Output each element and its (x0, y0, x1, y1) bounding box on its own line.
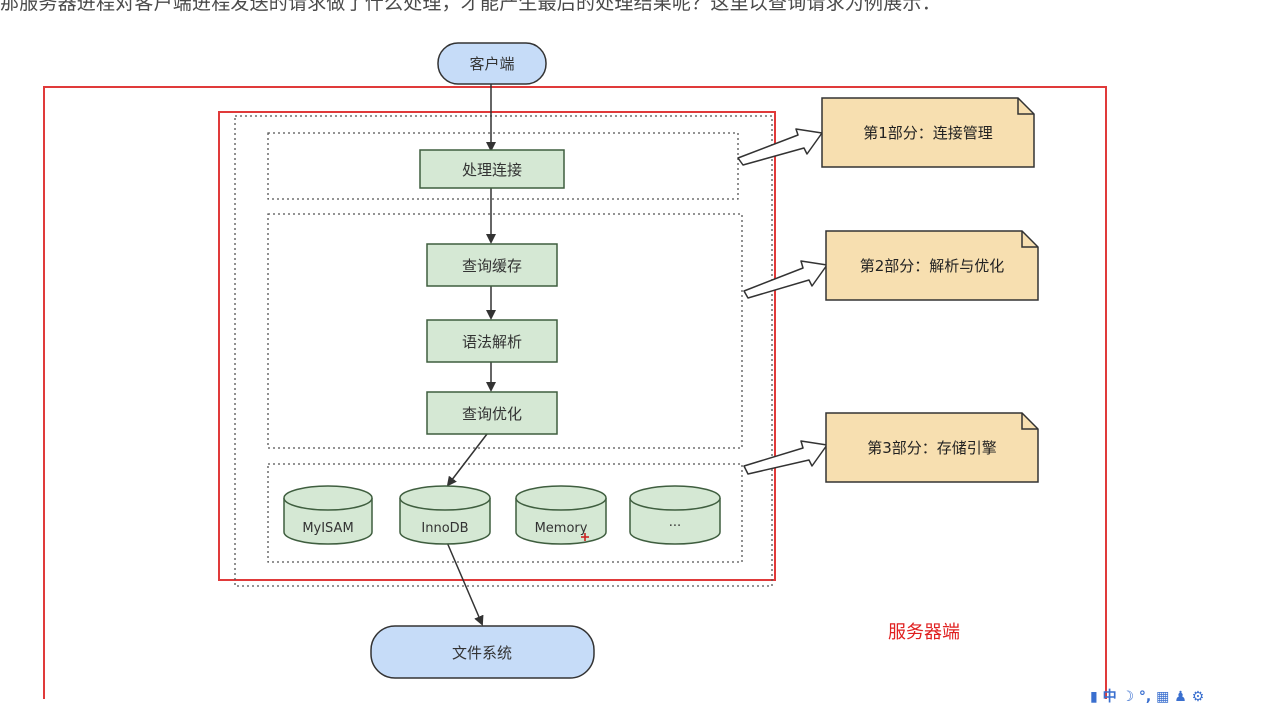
server-side-label: 服务器端 (888, 622, 960, 643)
engine-myisam-label: MyISAM (302, 521, 353, 536)
client-node (437, 42, 547, 85)
arrow-innodb-filesystem (445, 539, 484, 626)
toolbar-settings-icon[interactable]: ⚙ (1191, 689, 1205, 705)
engine-more: ··· (629, 485, 721, 545)
toolbar-chinese-input-icon[interactable]: 中 (1102, 689, 1117, 705)
section-connection (267, 132, 739, 200)
note-1-text: 第1部分：连接管理 (863, 124, 993, 142)
cursor-crosshair-icon (581, 533, 589, 541)
note-connection-management: 第1部分：连接管理 (821, 97, 1035, 168)
step-optimize (426, 391, 558, 435)
note-storage-engines: 第3部分：存储引擎 (825, 412, 1039, 483)
hollow-arrow-1 (737, 128, 823, 166)
step-optimize-label: 查询优化 (462, 405, 522, 423)
file-system-label: 文件系统 (452, 644, 512, 662)
toolbar-user-icon[interactable]: ♟ (1174, 689, 1187, 705)
step-query-cache (426, 243, 558, 287)
step-connection (419, 149, 565, 189)
note-3-text: 第3部分：存储引擎 (867, 439, 997, 457)
toolbar-keyboard-icon[interactable]: ▦ (1156, 689, 1170, 705)
engine-innodb: InnoDB (399, 485, 491, 545)
toolbar-punctuation-icon[interactable]: °, (1138, 689, 1152, 705)
server-dotted-frame (234, 115, 773, 587)
server-core-frame (218, 111, 776, 581)
section-storage-engines (267, 463, 743, 563)
hollow-arrow-3 (743, 440, 828, 475)
engine-myisam: MyISAM (283, 485, 373, 545)
step-query-cache-label: 查询缓存 (462, 257, 522, 275)
hollow-arrow-2 (743, 260, 828, 299)
engine-memory: Memory (515, 485, 607, 545)
step-parse (426, 319, 558, 363)
toolbar-moon-icon[interactable]: ☽ (1121, 689, 1135, 705)
engine-memory-label: Memory (535, 521, 588, 536)
floating-toolbar[interactable]: ▮ 中 ☽ °, ▦ ♟ ⚙ (1090, 686, 1205, 705)
note-2-text: 第2部分：解析与优化 (860, 257, 1005, 275)
note-parse-optimize: 第2部分：解析与优化 (825, 230, 1039, 301)
server-frame (43, 86, 1107, 699)
section-parse-optimize (267, 213, 743, 449)
client-label: 客户端 (469, 55, 514, 73)
arrow-optimize-innodb (446, 433, 488, 487)
step-parse-label: 语法解析 (462, 333, 522, 351)
engine-more-label: ··· (669, 519, 681, 534)
intro-text: 那服务器进程对客户端进程发送的请求做了什么处理，才能产生最后的处理结果呢？这里以… (0, 0, 941, 14)
engine-innodb-label: InnoDB (421, 521, 468, 536)
toolbar-grip-icon[interactable]: ▮ (1090, 689, 1098, 705)
file-system-node (370, 625, 595, 679)
step-connection-label: 处理连接 (462, 161, 522, 179)
